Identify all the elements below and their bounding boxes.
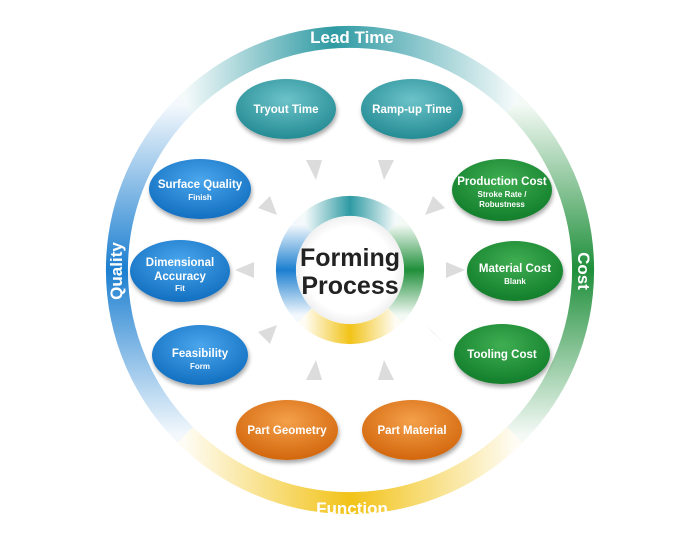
outer-ring: Lead Time Function Cost Quality — [105, 25, 595, 518]
center-disc — [296, 216, 404, 324]
node-shape — [236, 79, 336, 139]
inner-ring-top-arc — [297, 195, 403, 233]
arrow-icon — [306, 360, 322, 380]
node-label: Dimensional — [146, 257, 214, 269]
center-title-line2: Process — [301, 272, 398, 300]
node-tooling-cost: Tooling Cost — [454, 324, 550, 384]
node-shape — [454, 324, 550, 384]
arrow-icon — [446, 262, 465, 278]
arrow-icon — [235, 262, 254, 278]
arrow-icon — [258, 325, 277, 344]
node-dimensional-accuracy: Dimensional Accuracy Fit — [130, 240, 230, 302]
node-label: Part Geometry — [247, 425, 327, 437]
node-label: Accuracy — [154, 271, 206, 283]
node-production-cost: Production Cost Stroke Rate / Robustness — [452, 159, 552, 221]
node-ramp-up-time: Ramp-up Time — [361, 79, 463, 139]
node-shape — [361, 79, 463, 139]
node-label: Surface Quality — [158, 179, 243, 191]
outer-ring-bottom-arc — [177, 427, 523, 515]
ring-label-function: Function — [316, 499, 388, 518]
arrow-icon — [425, 325, 445, 344]
node-part-material: Part Material — [362, 400, 462, 460]
outer-ring-right-arc — [507, 97, 595, 443]
outer-ring-top-arc — [177, 25, 523, 113]
ring-label-cost: Cost — [574, 252, 593, 290]
node-label: Production Cost — [457, 176, 547, 188]
node-label: Ramp-up Time — [372, 104, 452, 116]
node-label: Feasibility — [172, 348, 229, 360]
node-shape — [362, 400, 462, 460]
node-part-geometry: Part Geometry — [236, 400, 338, 460]
arrow-icon — [425, 196, 445, 215]
center-title-line1: Forming — [300, 244, 400, 272]
node-shape — [452, 159, 552, 221]
ring-label-lead-time: Lead Time — [310, 28, 394, 47]
arrow-icon — [306, 160, 322, 180]
ring-label-quality: Quality — [107, 242, 126, 300]
node-label: Part Material — [377, 425, 446, 437]
node-sublabel: Stroke Rate / — [478, 190, 528, 199]
outer-ring-left-arc — [105, 97, 193, 443]
inner-ring-left-arc — [275, 217, 313, 323]
node-sublabel: Finish — [188, 193, 212, 202]
node-tryout-time: Tryout Time — [236, 79, 336, 139]
arrow-icon — [378, 160, 394, 180]
node-sublabel: Robustness — [479, 200, 525, 209]
node-shape — [467, 241, 563, 301]
node-sublabel: Form — [190, 362, 210, 371]
node-shape — [236, 400, 338, 460]
inward-arrows — [235, 160, 465, 380]
node-label: Tooling Cost — [467, 349, 537, 361]
node-shape — [130, 240, 230, 302]
node-shape — [152, 325, 248, 385]
node-label: Material Cost — [479, 263, 551, 275]
arrow-icon — [378, 360, 394, 380]
node-feasibility: Feasibility Form — [152, 325, 248, 385]
node-sublabel: Blank — [504, 277, 526, 286]
node-surface-quality: Surface Quality Finish — [149, 159, 251, 219]
inner-ring: Forming Process — [275, 195, 425, 345]
node-sublabel: Fit — [175, 284, 185, 293]
arrow-icon — [258, 196, 277, 215]
node-label: Tryout Time — [254, 104, 319, 116]
node-shape — [149, 159, 251, 219]
inner-ring-right-arc — [387, 217, 425, 323]
node-material-cost: Material Cost Blank — [467, 241, 563, 301]
inner-ring-bottom-arc — [297, 307, 403, 345]
